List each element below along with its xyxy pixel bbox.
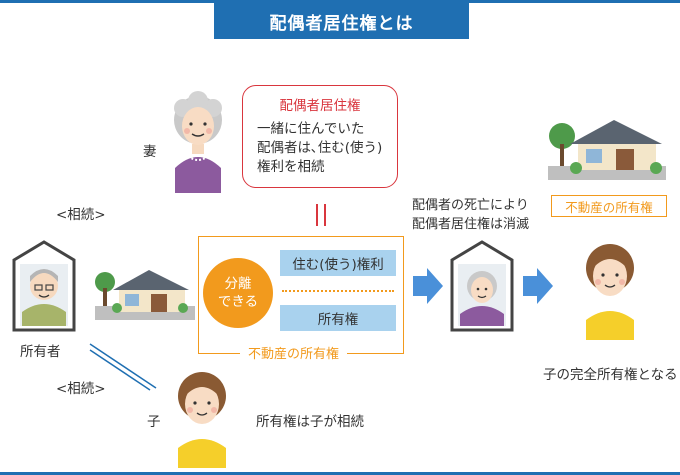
child-inherits-note: 所有権は子が相続 [256,414,364,430]
separation-dotted-line [282,290,394,292]
owner-label: 所有者 [20,344,61,360]
full-ownership-label: 子の完全所有権となる [543,367,678,383]
arrow-right-icon-2 [523,268,553,304]
extinguish-note: 配偶者の死亡により 配偶者居住権は消滅 [412,196,529,234]
wife-label: 妻 [143,144,157,160]
description-line-1: 一緒に住んでいた [257,121,365,137]
wife-illustration [174,91,222,193]
property-ownership-tag: 不動産の所有権 [551,195,667,217]
separable-line-2: できる [217,294,259,310]
spousal-right-description: 一緒に住んでいた 配偶者は､住む(使う) 権利を相続 [257,120,382,177]
inheritance-connector [89,343,157,391]
equals-line-left [316,204,318,226]
house-illustration-left [95,270,195,320]
inherit-label-top: <相続> [56,207,106,223]
extinguish-line-1: 配偶者の死亡により [412,198,529,213]
spousal-right-box: 配偶者居住権 一緒に住んでいた 配偶者は､住む(使う) 権利を相続 [242,85,398,188]
extinguish-line-2: 配偶者居住権は消滅 [412,217,530,232]
bottom-rule [0,472,680,475]
child-illustration-right [586,244,634,340]
house-illustration-right [548,120,666,180]
separable-badge: 分離 できる [203,258,273,328]
description-line-3: 権利を相続 [257,159,325,175]
separable-line-1: 分離 [224,276,252,292]
property-ownership-label: 不動産の所有権 [240,343,348,362]
page-title: 配偶者居住権とは [214,3,469,39]
spousal-right-title: 配偶者居住権 [279,98,361,114]
child-illustration-bottom [178,372,226,468]
arrow-right-icon [413,268,443,304]
right-to-live-bar: 住む(使う)権利 [280,250,396,276]
top-rule [0,0,680,3]
ownership-bar: 所有権 [280,305,396,331]
equals-line-right [324,204,326,226]
owner-portrait-frame [12,240,76,332]
inherit-label-bottom: <相続> [56,381,106,397]
child-label: 子 [147,414,161,430]
description-line-2: 配偶者は､住む(使う) [257,140,383,156]
wife-portrait-frame [450,240,514,332]
